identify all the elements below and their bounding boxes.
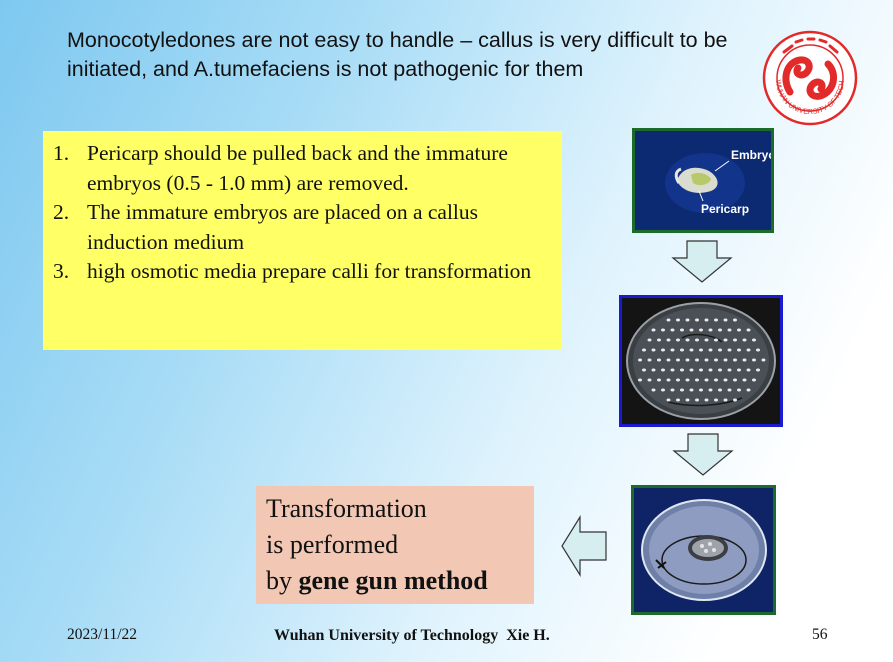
list-item: 3. high osmotic media prepare calli for t… [53, 257, 552, 287]
steps-box: 1. Pericarp should be pulled back and the… [43, 131, 562, 350]
callus-induction-dish-photo [619, 295, 783, 427]
footer-author: Wuhan University of Technology Xie H. [274, 627, 550, 644]
step-number: 2. [53, 200, 70, 224]
list-item: 1. Pericarp should be pulled back and the… [53, 139, 552, 198]
page-number: 56 [812, 626, 828, 643]
result-prefix: by [266, 566, 299, 595]
step-text: high osmotic media prepare calli for tra… [87, 259, 532, 283]
transformation-dish-photo [631, 485, 776, 615]
step-text: Pericarp should be pulled back and the i… [87, 141, 508, 195]
result-box: Transformation is performed by gene gun … [256, 486, 534, 604]
embryo-label: Embryo [731, 148, 771, 162]
embryo-photo: Embryo Pericarp [632, 128, 774, 233]
gene-gun-method-text: gene gun method [298, 566, 488, 595]
result-line: by gene gun method [266, 563, 534, 599]
steps-list: 1. Pericarp should be pulled back and the… [53, 139, 552, 287]
university-logo-icon: WUHAN UNIVERSITY OF TECHNOLOGY [762, 30, 858, 126]
step-number: 3. [53, 259, 70, 283]
down-arrow-icon [671, 240, 733, 283]
result-line: Transformation [266, 494, 427, 523]
slide-title: Monocotyledones are not easy to handle –… [67, 28, 728, 81]
pericarp-label: Pericarp [701, 202, 749, 216]
down-arrow-icon [672, 433, 734, 476]
step-text: The immature embryos are placed on a cal… [87, 200, 479, 254]
list-item: 2. The immature embryos are placed on a c… [53, 198, 552, 257]
left-arrow-icon [561, 515, 607, 577]
footer-date: 2023/11/22 [67, 626, 138, 643]
result-line: is performed [266, 530, 399, 559]
step-number: 1. [53, 141, 70, 165]
